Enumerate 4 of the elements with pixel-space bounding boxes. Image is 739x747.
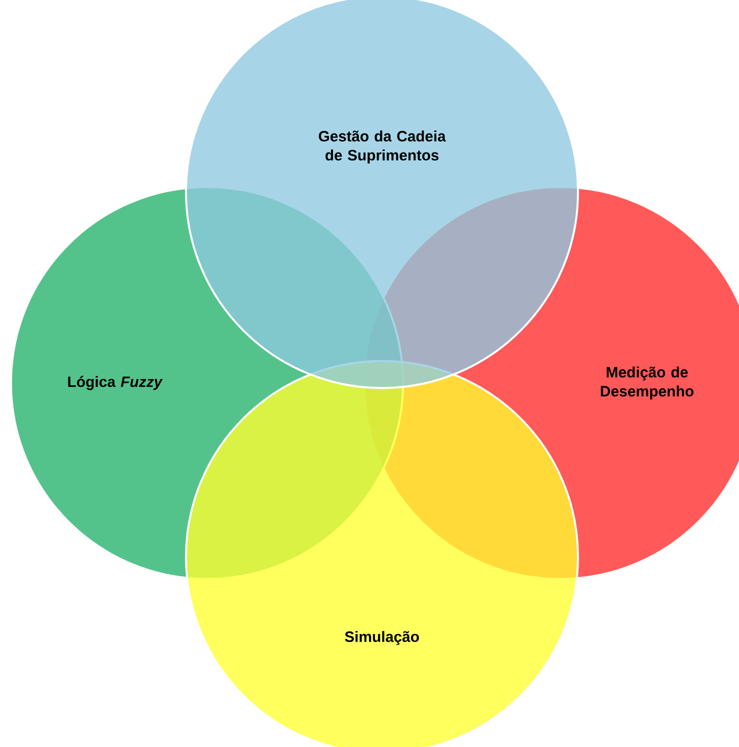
circle-label: Simulação [344,631,419,645]
circle-label: Lógica Fuzzy [68,376,163,390]
circle-label: Gestão da Cadeia de Suprimentos [318,130,446,164]
circle-label: Medição de Desempenho [600,366,694,400]
